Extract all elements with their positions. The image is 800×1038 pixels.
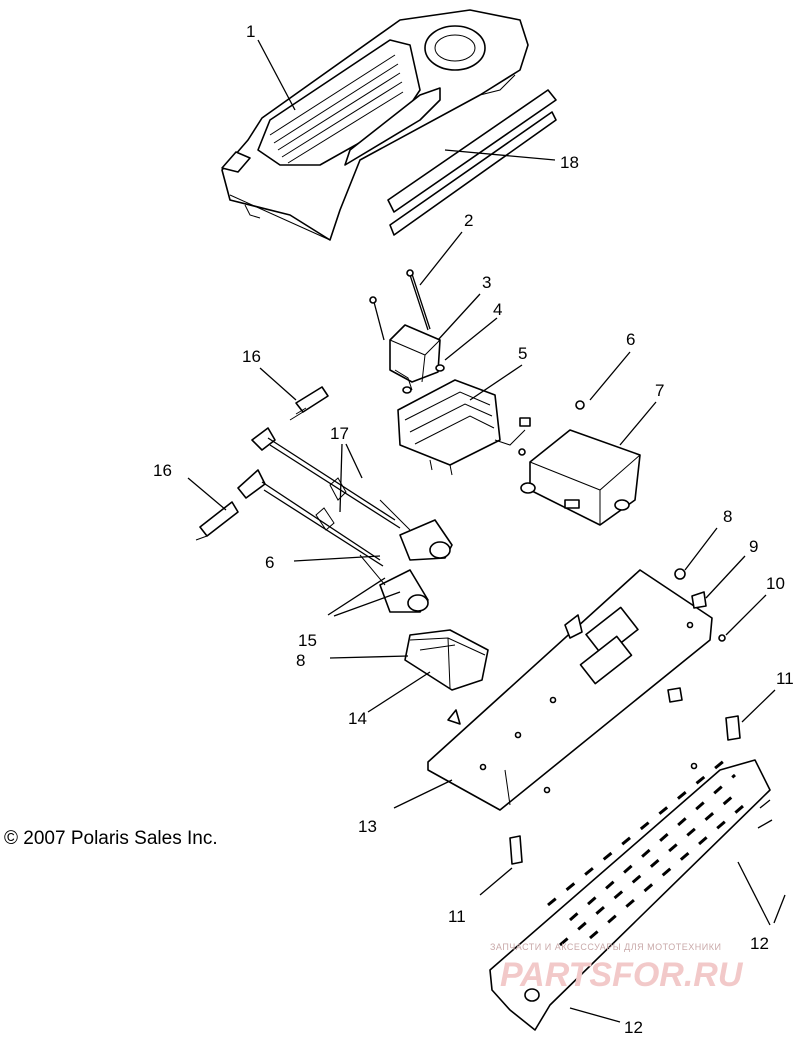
callout-15: 15 <box>298 631 317 650</box>
callout-11a: 11 <box>776 669 794 688</box>
spacer-4 <box>402 364 445 394</box>
callout-3: 3 <box>482 273 491 292</box>
watermark-brand: PARTSFOR.RU <box>500 956 744 994</box>
callout-10: 10 <box>766 574 785 593</box>
decal-strip <box>387 89 557 236</box>
callout-7: 7 <box>655 381 664 400</box>
callout-8a: 8 <box>723 507 732 526</box>
cdi-box-7 <box>518 400 641 526</box>
callout-labels: 1 2 3 4 5 6 6 7 8 8 9 10 11 11 12 12 13 … <box>153 22 794 1037</box>
callout-12b: 12 <box>624 1018 643 1037</box>
spark-plug-wires-17 <box>237 427 401 567</box>
bolt-2 <box>369 269 431 341</box>
callout-4: 4 <box>493 300 502 319</box>
copyright-text: © 2007 Polaris Sales Inc. <box>4 828 218 849</box>
console-cover <box>221 9 529 241</box>
callout-6b: 6 <box>265 553 274 572</box>
ignition-coils-15 <box>359 499 453 613</box>
heat-shield-12 <box>489 758 773 1031</box>
callout-18: 18 <box>560 153 579 172</box>
callout-2: 2 <box>464 211 473 230</box>
callout-14: 14 <box>348 709 367 728</box>
callout-6a: 6 <box>626 330 635 349</box>
spark-plugs-16 <box>195 386 329 541</box>
callout-16b: 16 <box>153 461 172 480</box>
callout-13: 13 <box>358 817 377 836</box>
callout-8b: 8 <box>296 651 305 670</box>
callout-17: 17 <box>330 424 349 443</box>
bracket-14 <box>404 629 489 691</box>
watermark: ЗАПЧАСТИ И АКСЕССУАРЫ ДЛЯ МОТОТЕХНИКИ PA… <box>490 942 744 994</box>
watermark-tagline: ЗАПЧАСТИ И АКСЕССУАРЫ ДЛЯ МОТОТЕХНИКИ <box>490 942 721 952</box>
mounting-plate-13 <box>427 569 713 811</box>
standoff-11 <box>509 687 741 865</box>
regulator-3 <box>389 324 441 391</box>
fuse-box-5 <box>397 379 531 476</box>
callout-12a: 12 <box>750 934 769 953</box>
callout-11b: 11 <box>448 907 466 926</box>
callout-1: 1 <box>246 22 255 41</box>
callout-9: 9 <box>749 537 758 556</box>
leader-lines <box>187 39 786 1023</box>
callout-16a: 16 <box>242 347 261 366</box>
hardware-8-9-10 <box>674 568 726 642</box>
callout-5: 5 <box>518 344 527 363</box>
